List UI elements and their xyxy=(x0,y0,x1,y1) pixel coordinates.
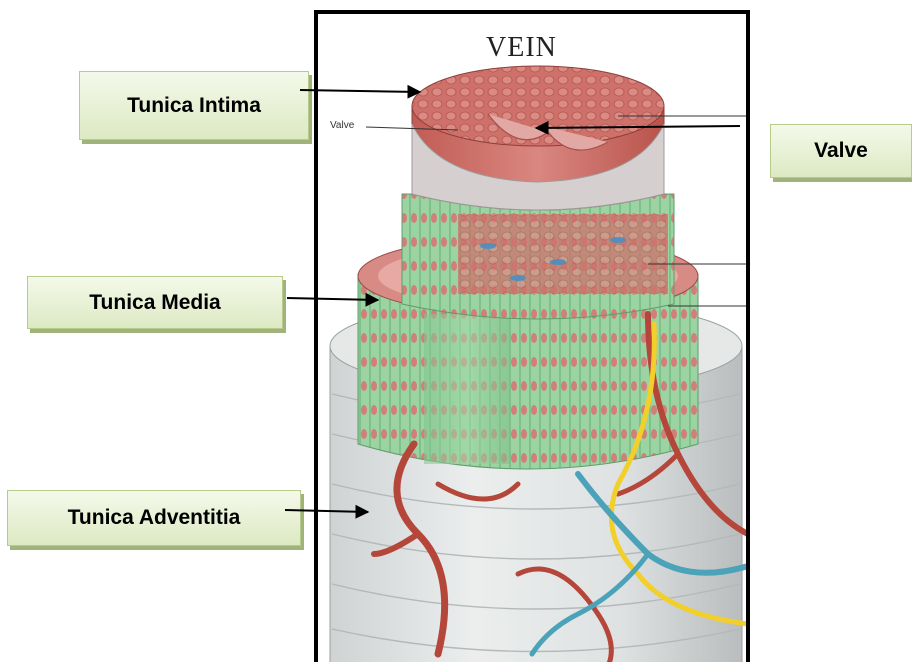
figure-title: VEIN xyxy=(486,32,557,64)
tunica-adventitia-label: Tunica Adventitia xyxy=(7,490,301,546)
tunica-intima-label: Tunica Intima xyxy=(79,71,309,140)
vein-illustration-frame: VEIN Valve xyxy=(314,10,750,662)
tunica-media-label: Tunica Media xyxy=(27,276,283,329)
valve-label: Valve xyxy=(770,124,912,178)
vein-cross-section-illustration xyxy=(318,14,750,662)
figure-inner-valve-label: Valve xyxy=(330,120,354,131)
